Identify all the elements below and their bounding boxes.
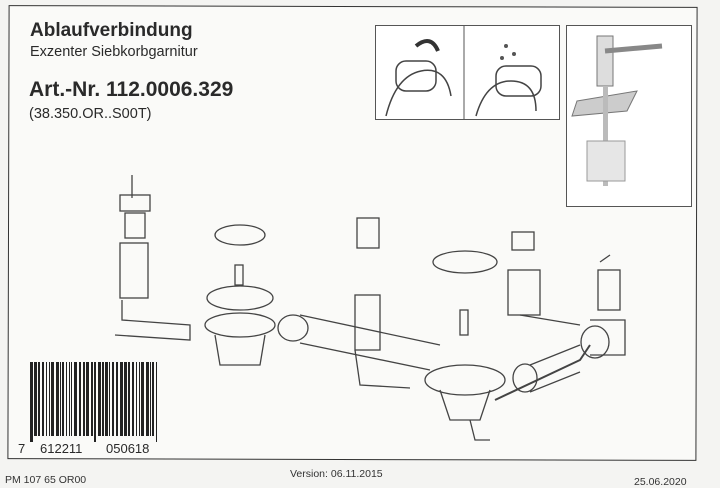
barcode-bar	[46, 362, 47, 436]
barcode-bar	[105, 362, 108, 436]
barcode-bar	[42, 362, 44, 436]
barcode-bar	[109, 362, 110, 436]
article-number: Art.-Nr. 112.0006.329	[29, 78, 234, 101]
barcode-bar	[71, 362, 72, 436]
barcode-bar	[124, 362, 127, 436]
product-subtitle: Exzenter Siebkorbgarnitur	[30, 44, 198, 60]
barcode-bar	[98, 362, 101, 436]
barcode-bar	[66, 362, 67, 436]
barcode-bar	[51, 362, 54, 436]
barcode-bar	[102, 362, 104, 436]
barcode-bar	[120, 362, 123, 436]
barcode-bar	[49, 362, 50, 436]
variant-code: (38.350.OR..S00T)	[29, 106, 152, 122]
overflow-fitting-left	[114, 175, 191, 341]
print-date: 25.06.2020	[634, 476, 687, 488]
faucet-drawing	[571, 35, 663, 186]
barcode-bar	[83, 362, 85, 436]
product-title: Ablaufverbindung	[30, 20, 193, 41]
barcode-bar	[132, 362, 134, 436]
barcode-bar	[116, 362, 118, 436]
barcode-bar	[79, 362, 81, 436]
barcode-bar	[62, 362, 64, 436]
barcode-bar	[150, 362, 151, 436]
barcode-bar	[56, 362, 59, 436]
hands-installing-strainer-drawing	[385, 26, 542, 119]
barcode-bar	[156, 362, 157, 442]
strainer-basket-right	[424, 250, 506, 441]
barcode-first-digit: 7	[18, 441, 26, 456]
ean-barcode	[30, 362, 160, 442]
barcode-bar	[30, 362, 33, 442]
document-code: PM 107 65 OR00	[5, 474, 87, 486]
barcode-bar	[38, 362, 40, 436]
installation-step-illustration	[375, 25, 560, 120]
barcode-bar	[34, 362, 37, 436]
barcode-bar	[136, 362, 137, 436]
barcode-bars	[30, 362, 157, 442]
barcode-bar	[60, 362, 61, 436]
barcode-bar	[146, 362, 149, 436]
barcode-bar	[152, 362, 154, 436]
version-label: Version: 06.11.2015	[290, 468, 383, 480]
strainer-basket-left	[204, 224, 276, 366]
barcode-bar	[91, 362, 93, 436]
barcode-bar	[69, 362, 70, 436]
barcode-bar	[74, 362, 77, 436]
barcode-right-digits: 050618	[106, 441, 150, 456]
barcode-bar	[112, 362, 114, 436]
barcode-bar	[139, 362, 140, 436]
barcode-bar	[141, 362, 144, 436]
barcode-left-digits: 612211	[40, 441, 83, 456]
drain-pipes-center	[277, 217, 441, 389]
faucet-installation-illustration	[566, 25, 692, 207]
siphon-trap-right	[494, 231, 626, 401]
barcode-bar	[128, 362, 130, 436]
barcode-bar	[86, 362, 89, 436]
barcode-bar	[94, 362, 96, 442]
